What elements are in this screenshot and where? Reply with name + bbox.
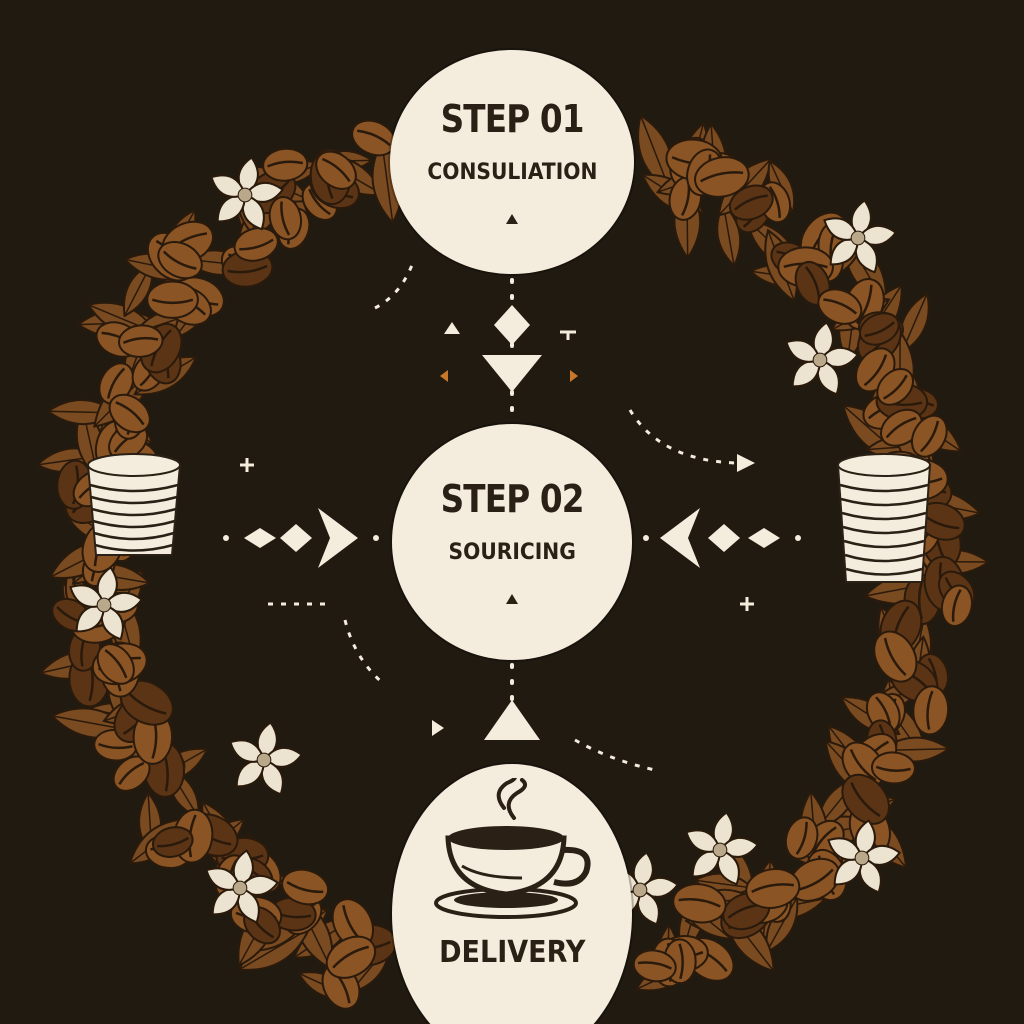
coffee-bean-icon: [151, 826, 194, 858]
triangle-marker-icon: [506, 214, 518, 224]
coffee-bean-icon: [632, 949, 677, 983]
step-01-title: STEP 01: [440, 97, 585, 141]
coffee-bean-icon: [233, 227, 279, 262]
step-01-label: CONSULIATION: [426, 160, 598, 185]
step-02-circle: STEP 02 SOURICING: [392, 424, 632, 660]
coffee-bean-icon: [873, 630, 918, 683]
coffee-bean-icon: [98, 362, 135, 405]
coffee-bean-icon: [268, 196, 303, 241]
dashed-path: [343, 619, 386, 687]
flower-icon: [210, 156, 285, 231]
arrow-right-icon: [737, 454, 755, 472]
small-triangle-icon: [570, 370, 578, 382]
dot-icon: [795, 535, 801, 541]
diamond-arrow-icon: [280, 524, 312, 552]
plus-icon: [240, 458, 754, 611]
dashed-path: [374, 264, 414, 310]
dashed-arrow-path: [628, 409, 736, 465]
coffee-bean-icon: [262, 147, 309, 182]
step-02-title: STEP 02: [440, 477, 585, 521]
chevron-down-arrow-icon: [482, 355, 542, 392]
coffee-bean-icon: [112, 755, 151, 792]
flower-icon: [69, 566, 144, 641]
flower-icon: [205, 849, 280, 924]
coffee-bean-icon: [940, 584, 974, 627]
coffee-bean-icon: [912, 685, 950, 736]
coffee-bean-icon: [817, 288, 863, 325]
small-triangle-icon: [440, 370, 448, 382]
coffee-bean-icon: [672, 883, 727, 924]
coffee-bean-icon: [876, 368, 914, 406]
triangle-marker-icon: [506, 594, 518, 604]
step-01-circle: STEP 01 CONSULIATION: [390, 50, 634, 274]
coffee-bean-icon: [281, 868, 330, 906]
coffee-bean-icon: [146, 280, 199, 319]
coffee-bean-icon: [784, 816, 819, 860]
coffee-bean-icon: [325, 935, 377, 979]
flower-icon: [685, 811, 760, 886]
flower-icon: [823, 199, 898, 274]
dot-icon: [223, 535, 229, 541]
coffee-bean-icon: [728, 184, 774, 221]
dot-icon: [643, 535, 649, 541]
arrow-left-icon: [660, 508, 700, 568]
diamond-arrow-icon: [494, 305, 530, 345]
flower-icon: [785, 321, 860, 396]
coffee-bean-icon: [841, 773, 891, 825]
arrow-right-icon: [318, 508, 358, 568]
dot-icon: [373, 535, 379, 541]
flower-icon: [827, 819, 902, 894]
coffee-bean-icon: [157, 240, 203, 280]
dashed-path: [574, 738, 656, 772]
coffee-bean-icon: [96, 643, 135, 685]
diamond-arrow-icon: [244, 528, 276, 548]
arrow-up-icon: [444, 322, 460, 334]
coffee-bean-icon: [859, 312, 900, 346]
stacked-cups-icon: [86, 453, 182, 556]
coffee-cup-icon: [434, 778, 591, 919]
coffee-bean-icon: [910, 414, 948, 458]
stacked-cups-icon: [836, 453, 932, 583]
coffee-bean-icon: [108, 393, 151, 434]
coffee-bean-icon: [118, 324, 164, 358]
coffee-bean-icon: [870, 751, 916, 785]
arrow-up-icon: [484, 700, 540, 740]
diamond-arrow-icon: [708, 524, 740, 552]
delivery-circle: DELIVERY: [392, 764, 632, 1024]
delivery-label: DELIVERY: [438, 935, 586, 970]
coffee-bean-icon: [745, 868, 801, 909]
small-triangle-icon: [432, 720, 444, 736]
flower-icon: [229, 721, 304, 796]
coffee-bean-icon: [694, 156, 750, 198]
coffee-bean-icon: [315, 150, 357, 190]
diamond-arrow-icon: [748, 528, 780, 548]
step-02-label: SOURICING: [448, 540, 576, 565]
